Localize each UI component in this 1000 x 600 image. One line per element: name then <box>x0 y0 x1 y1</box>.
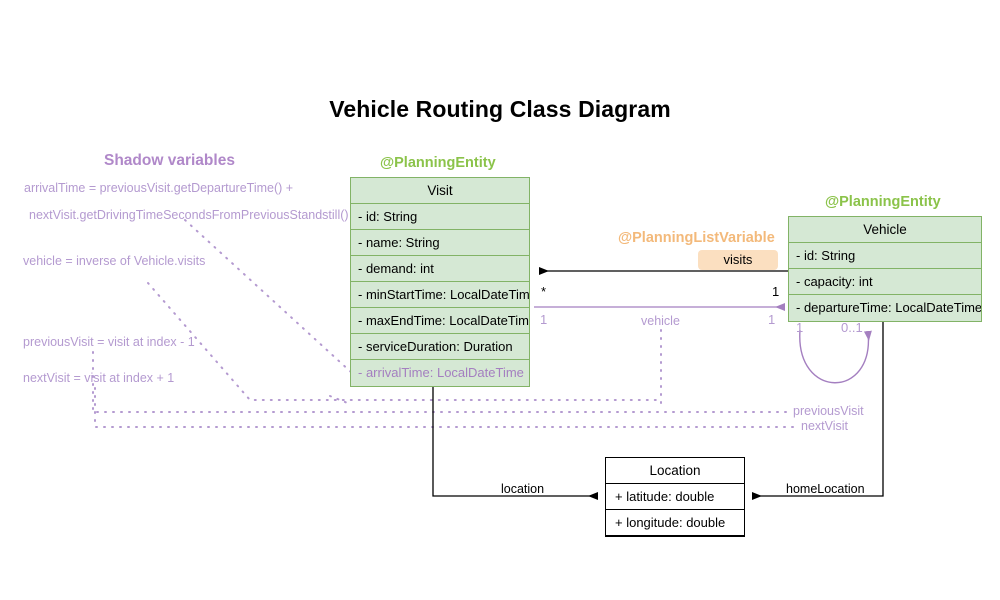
association-label-location: location <box>501 482 545 496</box>
stereotype-visit: @PlanningEntity <box>380 155 496 171</box>
class-title-visit: Visit <box>351 178 529 204</box>
association-label-vehicle: vehicle <box>641 314 680 328</box>
class-field-visit-id: - id: String <box>351 204 529 230</box>
association-label-visits: visits <box>698 250 778 270</box>
multiplicity-previousvisit-source: 1 <box>796 320 804 335</box>
class-field-vehicle-capacity: - capacity: int <box>789 269 981 295</box>
association-label-homelocation: homeLocation <box>786 482 865 496</box>
stereotype-planning-list-variable: @PlanningListVariable <box>618 230 775 246</box>
class-field-location-longitude: + longitude: double <box>606 510 744 536</box>
association-label-nextvisit: nextVisit <box>801 419 849 433</box>
class-field-visit-demand: - demand: int <box>351 256 529 282</box>
multiplicity-vehicle-target: 1 <box>768 312 776 327</box>
association-location <box>432 385 598 500</box>
shadow-note-arrivaltime-line2: nextVisit.getDrivingTimeSecondsFromPrevi… <box>29 208 349 222</box>
class-field-visit-arrivaltime: - arrivalTime: LocalDateTime <box>358 365 524 380</box>
class-title-vehicle: Vehicle <box>789 217 981 243</box>
page-title: Vehicle Routing Class Diagram <box>329 96 671 122</box>
stereotype-vehicle: @PlanningEntity <box>825 194 941 210</box>
class-title-location: Location <box>606 458 744 484</box>
multiplicity-visits-source: 1 <box>772 284 780 299</box>
class-field-visit-name: - name: String <box>351 230 529 256</box>
shadow-leader-arrivaltime <box>184 219 353 374</box>
shadow-variables-heading: Shadow variables <box>104 152 235 169</box>
class-box-location[interactable]: Location + latitude: double + longitude:… <box>605 457 745 537</box>
class-box-visit[interactable]: Visit - id: String - name: String - dema… <box>350 177 530 387</box>
multiplicity-vehicle-source: 1 <box>540 312 548 327</box>
multiplicity-visits-target: * <box>541 284 547 299</box>
shadow-note-arrivaltime-line1: arrivalTime = previousVisit.getDeparture… <box>24 181 294 195</box>
class-box-vehicle[interactable]: Vehicle - id: String - capacity: int - d… <box>788 216 982 322</box>
shadow-leader-nextvisit <box>94 387 801 428</box>
association-label-previousvisit: previousVisit <box>793 404 864 418</box>
multiplicity-previousvisit-target: 0..1 <box>841 320 863 335</box>
class-field-vehicle-id: - id: String <box>789 243 981 269</box>
class-field-visit-maxendtime: - maxEndTime: LocalDateTime <box>351 308 529 334</box>
class-field-visit-serviceduration: - serviceDuration: Duration <box>351 334 529 360</box>
class-field-visit-minstarttime: - minStartTime: LocalDateTime <box>351 282 529 308</box>
class-field-location-latitude: + latitude: double <box>606 484 744 510</box>
shadow-note-nextvisit: nextVisit = visit at index + 1 <box>23 371 175 385</box>
shadow-leader-stub <box>329 395 351 405</box>
shadow-note-previousvisit: previousVisit = visit at index - 1 <box>23 335 195 349</box>
class-field-vehicle-departuretime: - departureTime: LocalDateTime <box>796 300 981 315</box>
shadow-note-vehicle: vehicle = inverse of Vehicle.visits <box>23 254 206 268</box>
association-vehicle-self-loop <box>799 329 872 384</box>
